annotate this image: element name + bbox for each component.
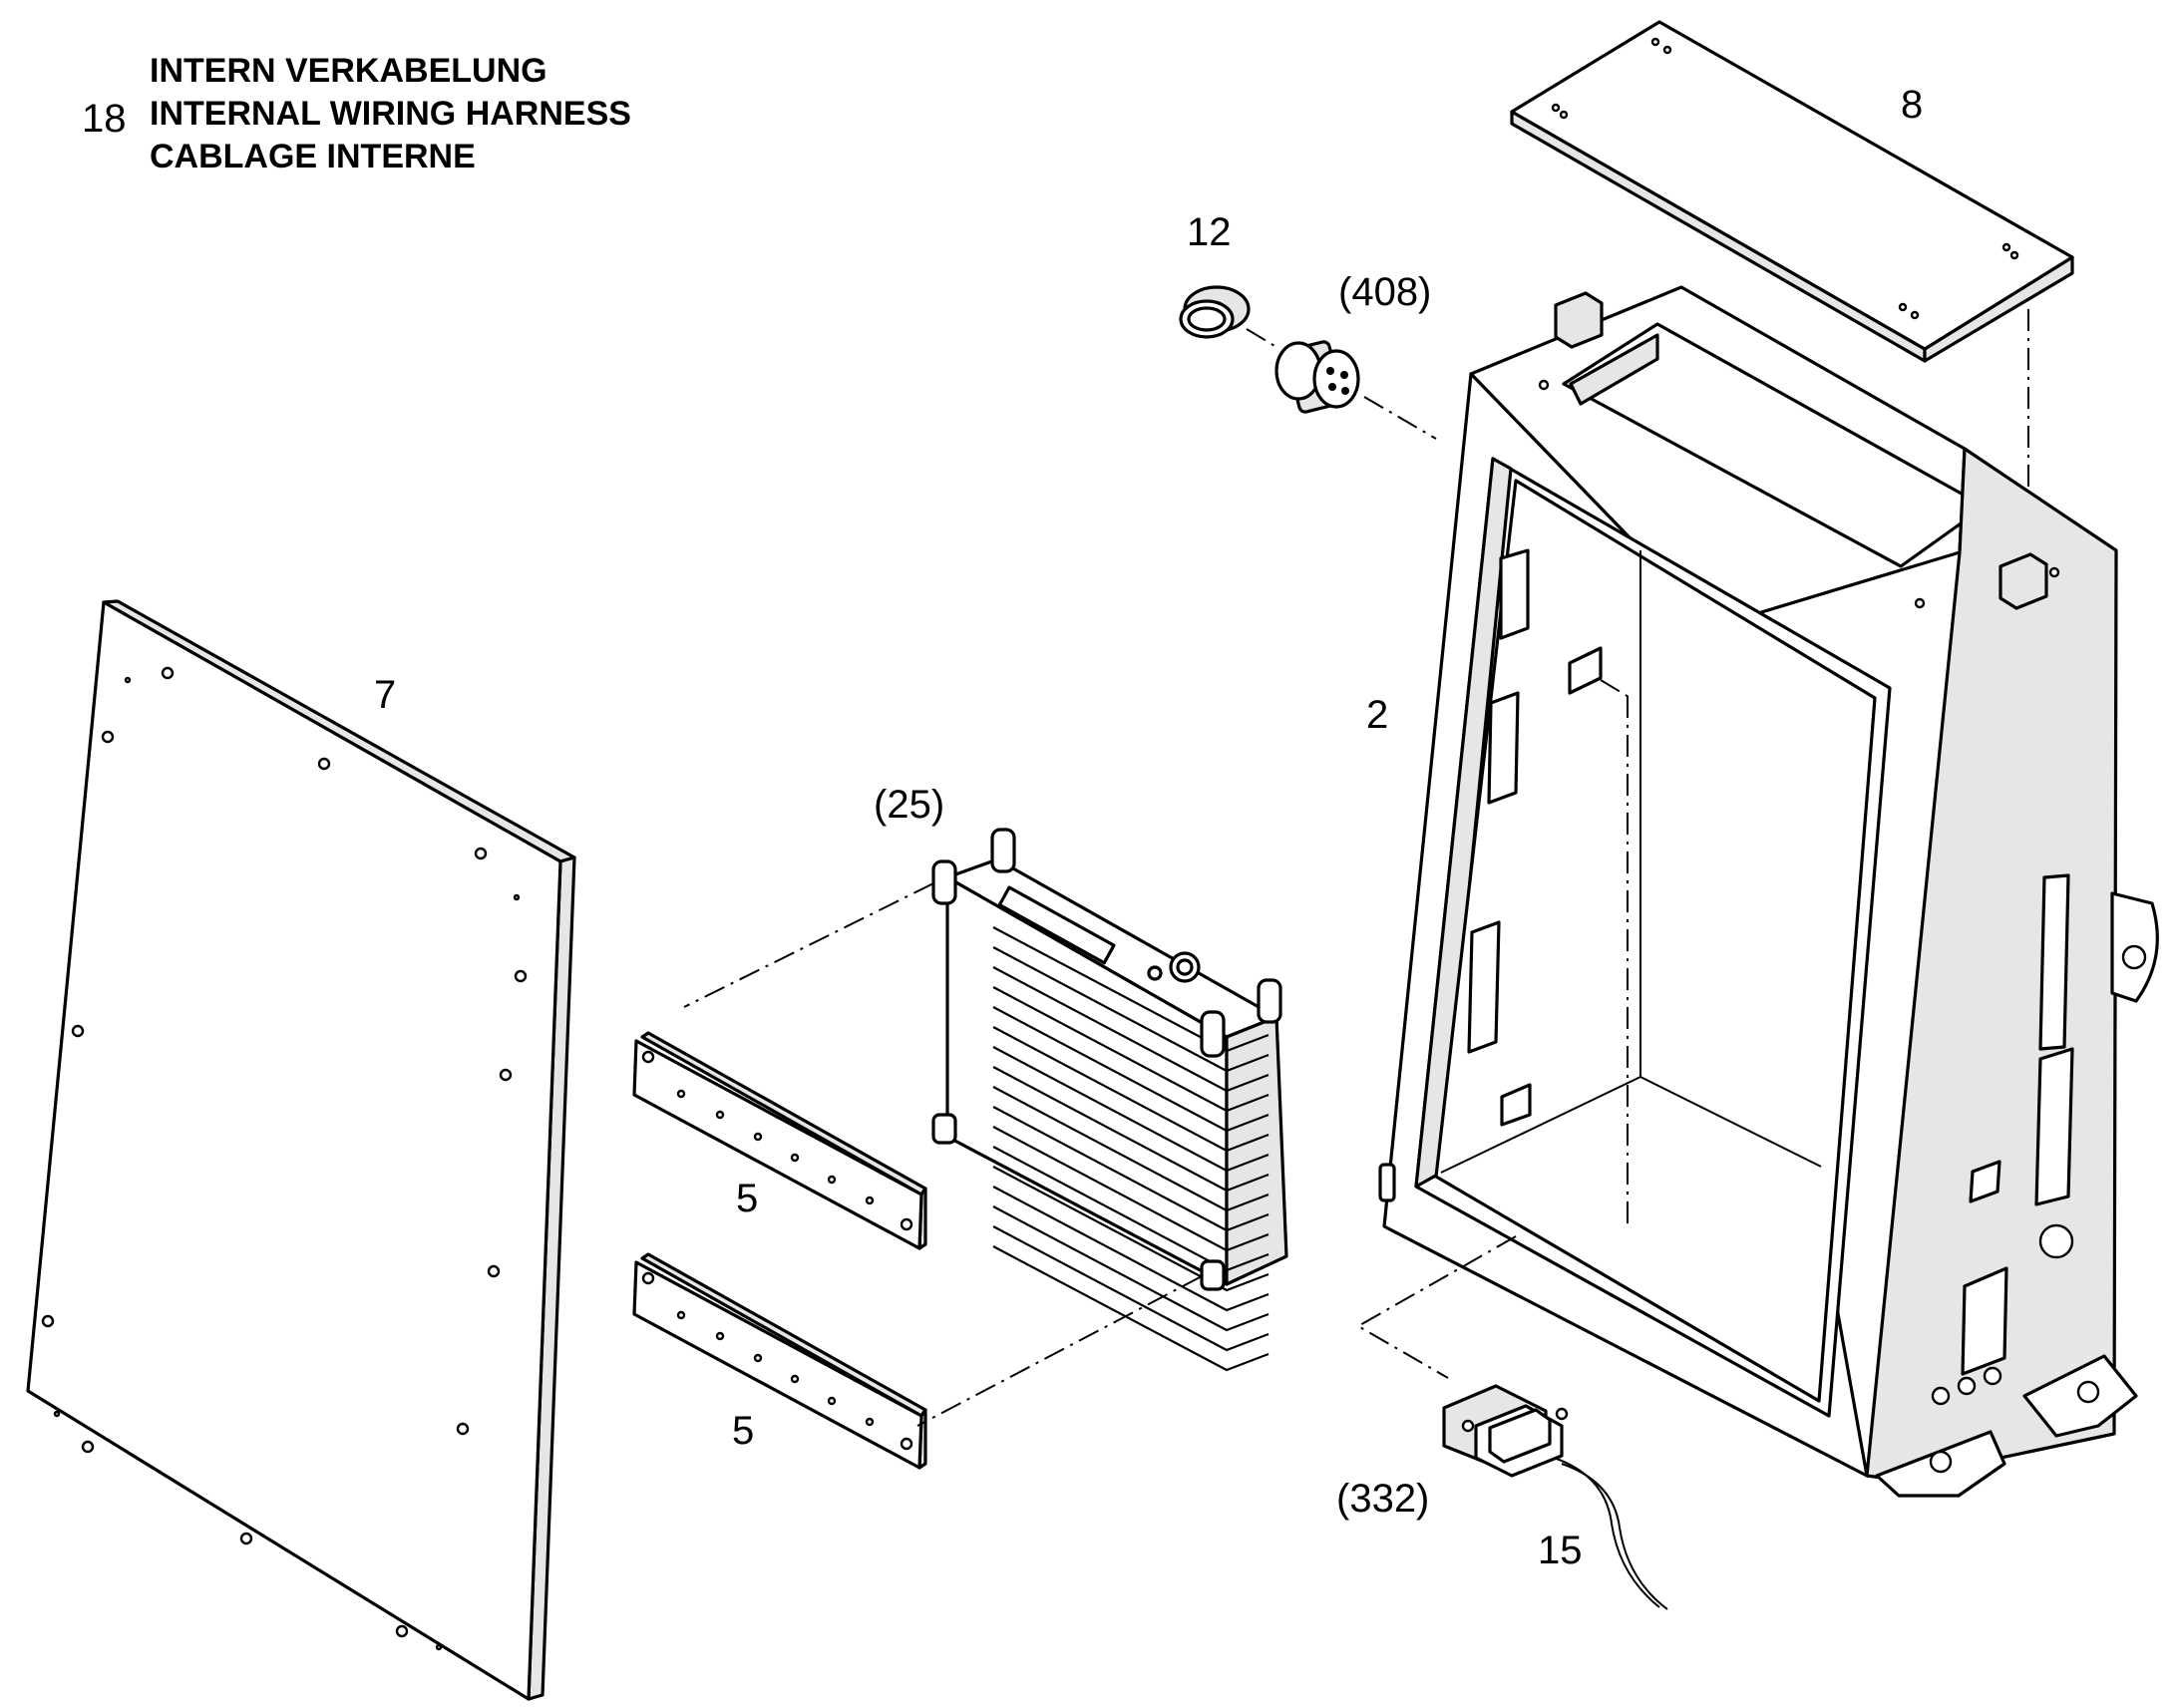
heat-sink-fin bbox=[992, 1126, 1270, 1252]
callout-bracket-upper: 5 bbox=[736, 1177, 758, 1220]
heat-sink-fin bbox=[992, 1146, 1270, 1272]
heat-sink-fin bbox=[992, 1225, 1270, 1352]
heat-sink-fin bbox=[992, 1046, 1270, 1173]
callout-connector-cap: 12 bbox=[1187, 210, 1232, 254]
header-line-de: INTERN VERKABELUNG bbox=[150, 52, 547, 90]
diagram-header: 18 INTERN VERKABELUNG INTERNAL WIRING HA… bbox=[82, 52, 631, 175]
heat-sink-fin bbox=[992, 1086, 1270, 1212]
callout-sub-d-connector: (332) bbox=[1336, 1477, 1429, 1521]
top-cover bbox=[1510, 20, 2074, 363]
heat-sink-fin bbox=[992, 1026, 1270, 1153]
electronic-module bbox=[931, 828, 1288, 1372]
heat-sink-fin bbox=[992, 1166, 1270, 1292]
heat-sink-fins bbox=[992, 926, 1270, 1372]
callout-side-panel: 7 bbox=[374, 673, 396, 717]
circular-connector bbox=[1274, 340, 1360, 414]
connector-cap bbox=[1179, 285, 1251, 339]
heat-sink-fin bbox=[992, 1186, 1270, 1312]
assembly-line-subd bbox=[1355, 1235, 1517, 1379]
sub-d-connector bbox=[1442, 1384, 1569, 1478]
heat-sink-fin bbox=[992, 986, 1270, 1113]
heat-sink-fin bbox=[992, 1106, 1270, 1232]
heat-sink-fin bbox=[992, 1006, 1270, 1133]
assembly-line-connector bbox=[1363, 396, 1437, 440]
callout-housing: 2 bbox=[1366, 693, 1388, 737]
callout-top-cover: 8 bbox=[1901, 83, 1923, 127]
heat-sink-fin bbox=[992, 1066, 1270, 1193]
callout-cable: 15 bbox=[1538, 1529, 1583, 1572]
heat-sink-fin bbox=[992, 926, 1270, 1053]
heat-sink-fin bbox=[992, 966, 1270, 1093]
header-line-en: INTERNAL WIRING HARNESS bbox=[150, 95, 631, 133]
header-line-fr: CABLAGE INTERNE bbox=[150, 138, 476, 175]
heat-sink-fin bbox=[992, 1245, 1270, 1372]
heat-sink-fin bbox=[992, 946, 1270, 1073]
bracket-lower bbox=[632, 1252, 927, 1470]
header-number: 18 bbox=[82, 97, 127, 141]
assembly-line-cap bbox=[1246, 328, 1277, 348]
assembly-line-housing-cutout bbox=[1600, 679, 1632, 699]
side-panel-holes bbox=[41, 666, 528, 1651]
housing bbox=[1378, 285, 2159, 1498]
bracket-upper bbox=[632, 1031, 927, 1250]
callout-module: (25) bbox=[874, 783, 944, 827]
callout-circular-connector: (408) bbox=[1338, 270, 1431, 314]
heat-sink-fin bbox=[992, 1205, 1270, 1332]
cable bbox=[1553, 1457, 1668, 1610]
side-panel bbox=[26, 599, 576, 1701]
assembly-line-module-upper bbox=[683, 882, 934, 1008]
assembly-line-module-lower bbox=[916, 1275, 1203, 1427]
callout-bracket-lower: 5 bbox=[732, 1409, 754, 1453]
